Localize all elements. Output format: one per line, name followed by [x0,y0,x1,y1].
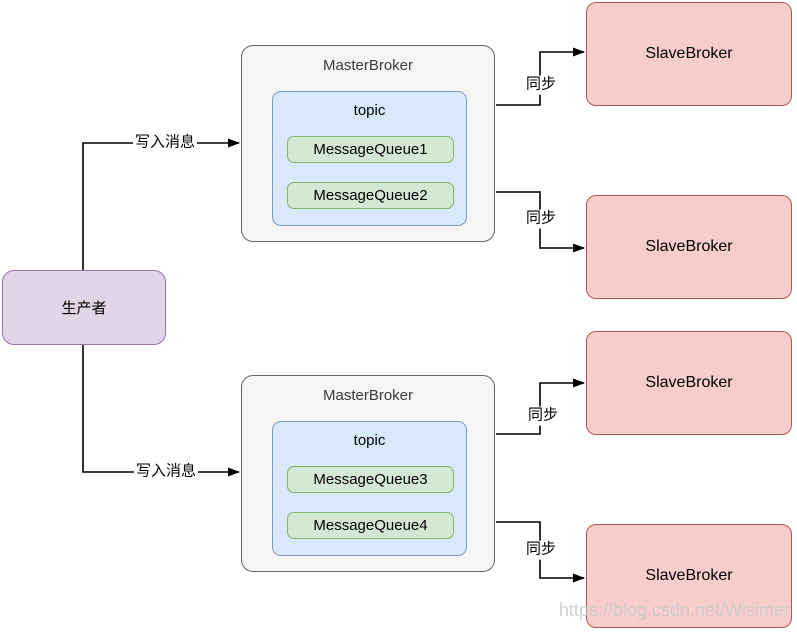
edge-label-write-message-2: 写入消息 [133,462,199,482]
slave-broker-3-label: SlaveBroker [645,374,733,391]
message-queue-1: MessageQueue1 [287,136,454,163]
master-broker-2: MasterBroker topic MessageQueue3 Message… [241,375,495,572]
message-queue-4: MessageQueue4 [287,512,454,539]
edge-label-sync-3: 同步 [525,406,561,426]
master-broker-1: MasterBroker topic MessageQueue1 Message… [241,45,495,242]
edge-producer-to-master1 [82,138,240,270]
message-queue-2: MessageQueue2 [287,182,454,209]
producer-label: 生产者 [61,300,107,317]
slave-broker-2-label: SlaveBroker [645,238,733,255]
edge-label-sync-1: 同步 [523,75,559,95]
producer-node: 生产者 [2,270,166,345]
topic-1-title: topic [353,102,386,119]
edge-producer-to-master2 [82,345,240,477]
master-broker-2-topic: topic MessageQueue3 MessageQueue4 [272,421,467,556]
slave-broker-4: SlaveBroker [586,524,792,628]
edge-label-write-message-1: 写入消息 [132,133,198,153]
edge-label-sync-2: 同步 [523,209,559,229]
slave-broker-1-label: SlaveBroker [645,45,733,62]
master-broker-1-topic: topic MessageQueue1 MessageQueue2 [272,91,467,226]
edge-label-sync-4: 同步 [523,540,559,560]
message-queue-3: MessageQueue3 [287,466,454,493]
slave-broker-1: SlaveBroker [586,2,792,106]
slave-broker-3: SlaveBroker [586,331,792,435]
slave-broker-2: SlaveBroker [586,195,792,299]
slave-broker-4-label: SlaveBroker [645,567,733,584]
topic-2-title: topic [353,432,386,449]
master-broker-1-title: MasterBroker [322,57,414,74]
master-broker-2-title: MasterBroker [322,387,414,404]
